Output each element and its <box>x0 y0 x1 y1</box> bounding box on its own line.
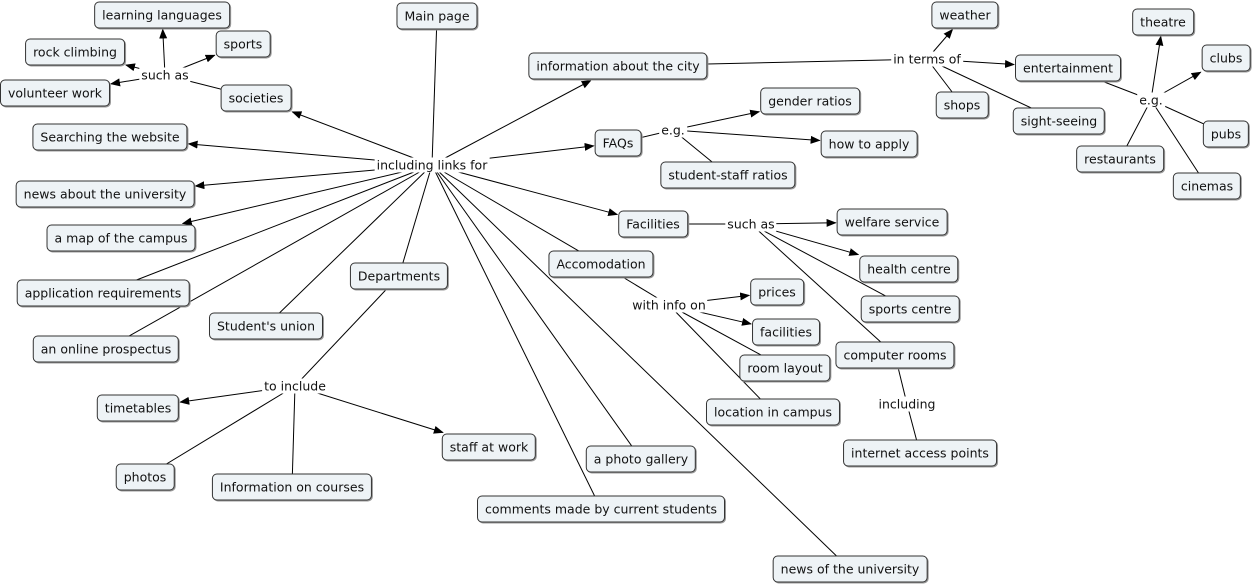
concept-sight-seeing[interactable]: sight-seeing <box>1012 107 1106 135</box>
concept-room-layout[interactable]: room layout <box>739 354 831 382</box>
concept-cinemas[interactable]: cinemas <box>1172 172 1242 200</box>
concept-info-courses[interactable]: Information on courses <box>211 473 373 501</box>
edge-including-links-to-prospectus <box>105 164 433 350</box>
concept-faqs[interactable]: FAQs <box>594 129 642 157</box>
concept-sports[interactable]: sports <box>215 30 271 58</box>
edge-such-as2-to-computer-rooms <box>750 223 896 356</box>
concept-prospectus[interactable]: an online prospectus <box>32 335 180 363</box>
concept-restaurants[interactable]: restaurants <box>1076 145 1164 173</box>
edge-including-links-to-info-city <box>431 80 592 166</box>
concept-weather[interactable]: weather <box>931 1 999 29</box>
concept-shops[interactable]: shops <box>935 91 989 119</box>
edge-such-as2-to-sports-centre <box>750 223 911 310</box>
linking-phrase-in-terms-of: in terms of <box>891 51 963 67</box>
concept-news-of-uni[interactable]: news of the university <box>772 555 928 583</box>
concept-welfare[interactable]: welfare service <box>836 208 948 236</box>
edge-including-links-to-news-of-uni <box>431 164 851 570</box>
concept-departments[interactable]: Departments <box>349 262 449 290</box>
concept-searching[interactable]: Searching the website <box>32 123 188 151</box>
edge-eg1-to-how-apply <box>672 129 821 144</box>
concept-clubs[interactable]: clubs <box>1201 44 1251 72</box>
edge-including-links-to-accom <box>431 164 602 265</box>
concept-societies[interactable]: societies <box>220 84 292 112</box>
concept-timetables[interactable]: timetables <box>96 394 180 422</box>
linking-phrase-including2: including <box>876 396 938 412</box>
linking-phrase-eg1: e.g. <box>659 122 687 138</box>
concept-news-uni[interactable]: news about the university <box>15 180 195 208</box>
linking-phrase-including-links: including links for <box>374 157 490 173</box>
edge-main-page-to-including-links <box>431 15 438 166</box>
edge-eg2-to-theatre <box>1150 35 1164 101</box>
edge-to-include-to-staff <box>294 385 444 434</box>
edge-to-include-to-photos <box>144 385 296 478</box>
edge-including-links-to-map <box>181 164 433 226</box>
concept-comments[interactable]: comments made by current students <box>477 495 725 523</box>
edge-including-links-to-societies <box>291 111 433 166</box>
concept-theatre[interactable]: theatre <box>1132 8 1194 36</box>
concept-prices[interactable]: prices <box>750 278 804 306</box>
linking-phrase-such-as2: such as <box>725 216 777 232</box>
concept-facilities2[interactable]: facilities <box>752 318 820 346</box>
concept-sports-centre[interactable]: sports centre <box>860 295 960 323</box>
concept-map[interactable]: a map of the campus <box>46 224 196 252</box>
concept-facilities[interactable]: Facilities <box>618 210 688 238</box>
concept-how-apply[interactable]: how to apply <box>820 130 918 158</box>
concept-health[interactable]: health centre <box>859 255 959 283</box>
concept-volunteer-work[interactable]: volunteer work <box>0 79 111 107</box>
linking-phrase-such-as1: such as <box>139 67 191 83</box>
edge-including-links-to-students-union <box>265 164 433 327</box>
concept-pubs[interactable]: pubs <box>1202 120 1250 148</box>
edge-such-as1-to-learning-languages <box>159 28 168 76</box>
concept-learning-languages[interactable]: learning languages <box>94 1 230 29</box>
edge-to-include-to-info-courses <box>291 385 296 488</box>
concept-students-union[interactable]: Student's union <box>208 312 324 340</box>
concept-gender[interactable]: gender ratios <box>760 87 860 115</box>
concept-internet[interactable]: internet access points <box>843 439 997 467</box>
edge-including-links-to-photo-gallery <box>431 164 642 460</box>
concept-info-city[interactable]: information about the city <box>528 52 708 80</box>
concept-app-req[interactable]: application requirements <box>16 279 190 307</box>
edge-departments-to-to-include <box>294 275 400 387</box>
concept-photos[interactable]: photos <box>115 463 175 491</box>
concept-photo-gallery[interactable]: a photo gallery <box>585 445 697 473</box>
concept-ss-ratios[interactable]: student-staff ratios <box>660 161 796 189</box>
concept-staff[interactable]: staff at work <box>441 433 537 461</box>
linking-phrase-to-include: to include <box>262 378 328 394</box>
concept-main-page[interactable]: Main page <box>396 2 478 30</box>
edge-including-links-to-app-req <box>102 164 433 294</box>
edge-eg1-to-gender <box>672 109 761 131</box>
edge-eg2-to-cinemas <box>1150 99 1208 187</box>
edge-including-links-to-departments <box>398 164 433 277</box>
concept-rock-climbing[interactable]: rock climbing <box>25 38 125 66</box>
linking-phrase-with-info: with info on <box>630 297 708 313</box>
concept-entertainment[interactable]: entertainment <box>1015 54 1121 82</box>
edge-including-links-to-facilities <box>431 164 619 216</box>
linking-phrase-eg2: e.g. <box>1137 92 1165 108</box>
concept-location[interactable]: location in campus <box>705 398 841 426</box>
edge-with-info-to-location <box>668 304 774 413</box>
concept-computer-rooms[interactable]: computer rooms <box>835 341 955 369</box>
concept-accom[interactable]: Accomodation <box>548 250 654 278</box>
edge-including-links-to-comments <box>431 164 602 510</box>
